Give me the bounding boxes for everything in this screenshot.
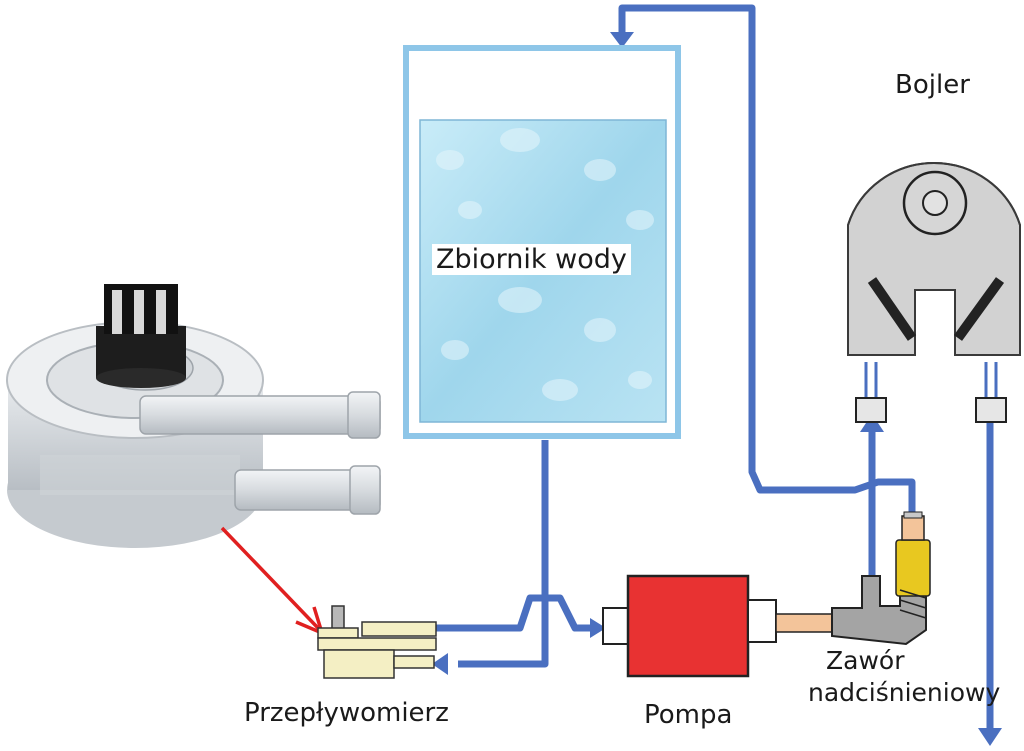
pump: [602, 574, 833, 678]
boiler-label: Bojler: [895, 70, 970, 100]
pipe-return-to-tank: [618, 4, 916, 512]
tank-label: Zbiornik wody: [432, 244, 631, 275]
boiler-inlet-pipes: [864, 362, 998, 400]
flowmeter-schematic: [317, 605, 437, 679]
overpressure-valve: [831, 511, 931, 646]
flowmeter-photo: [6, 284, 381, 548]
arrowhead-into-flowmeter: [432, 653, 448, 675]
arrowhead-into-pump: [590, 618, 606, 638]
pipe-flowmeter-to-pump: [436, 594, 598, 632]
arrowhead-into-tank: [610, 32, 634, 48]
valve-label-line2: nadciśnieniowy: [808, 678, 1001, 707]
pipe-tank-outlet: [458, 440, 549, 668]
arrowhead-boiler-out: [978, 728, 1002, 746]
boiler-connectors: [855, 397, 1007, 423]
pump-label: Pompa: [644, 700, 733, 730]
flowmeter-label: Przepływomierz: [244, 698, 449, 728]
boiler: [847, 162, 1021, 356]
red-pointer-arrow: [220, 526, 324, 635]
water-tank: [403, 45, 681, 439]
pipes: [436, 4, 994, 735]
valve-label-line1: Zawór: [826, 646, 905, 675]
